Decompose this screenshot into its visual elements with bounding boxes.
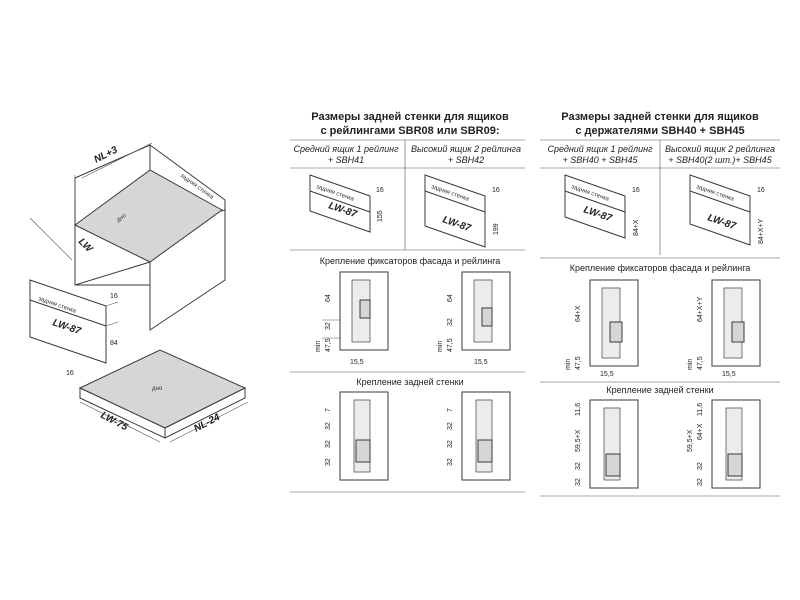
drawer-box-isometric: NL+3 LW задняя стенка дно [29,142,226,331]
col1-left-16: 16 [376,187,384,194]
col1-b-right-32c: 32 [447,458,454,466]
col1-m-right-475: 47,5 [447,338,454,352]
col2-right-84xy: 84+X+Y [758,218,765,244]
col2-m-left-min: min [565,359,572,370]
col1-b-left-7: 7 [325,408,332,412]
col1-m-left-155: 15,5 [350,359,364,366]
col2-mount-left: 64+X min 47,5 15,5 [565,279,639,378]
col1-title-line2: с рейлингами SBR08 или SBR09: [320,125,499,137]
col1-m-left-min: min [315,341,322,352]
col2-title-line1: Размеры задней стенки для ящиков [561,111,759,123]
col1-sub-left-1: Средний ящик 1 рейлинг [293,144,399,154]
col2-b-left-595x: 59,5+X [575,429,582,452]
col1-title-line1: Размеры задней стенки для ящиков [311,111,509,123]
col1-b-left-32c: 32 [325,458,332,466]
col1-m-right-155: 15,5 [474,359,488,366]
back-panel [29,279,107,364]
col1-m-right-64: 64 [447,294,454,302]
col1-m-right-32: 32 [447,318,454,326]
col1-b-left-32a: 32 [325,422,332,430]
col1-b-left-32b: 32 [325,440,332,448]
col1-m-left-32: 32 [325,322,332,330]
col2-b-right-32b: 32 [697,478,704,486]
col1-b-right-32a: 32 [447,422,454,430]
col2-title-line2: с держателями SBH40 + SBH45 [575,125,744,137]
col2-b-left-32a: 32 [575,462,582,470]
col2-b-left-116: 11,6 [575,403,582,416]
col1-b-right-32b: 32 [447,440,454,448]
col1-left-155: 155 [377,210,384,222]
col2-left-84x: 84+X [633,219,640,236]
col2-m-left-64x: 64+X [575,305,582,322]
col1-back-left: 7 32 32 32 [325,391,389,481]
col1-m-left-64: 64 [325,294,332,302]
col2-b-right-32a: 32 [697,462,704,470]
dim-bottom-16: 16 [66,370,74,377]
box-bottom-label: дно [116,213,128,224]
col2-sub-left-1: Средний ящик 1 рейлинг [547,144,653,154]
col2-b-right-595x: 59,5+X [687,429,694,452]
col1-mount-left: 64 32 min 47,5 15,5 [315,271,389,366]
col2-b-left-32b: 32 [575,478,582,486]
col2-mount-right: 64+X+Y min 47,5 15,5 [687,279,761,378]
col2-m-right-155: 15,5 [722,371,736,378]
col1-m-left-475: 47,5 [325,338,332,352]
col1-m-right-min: min [437,341,444,352]
col2-right-16: 16 [757,187,765,194]
col2-section-mount: Крепление фиксаторов фасада и рейлинга [570,263,751,273]
bottom-label: дно [152,386,163,392]
col2-m-right-475: 47,5 [697,356,704,370]
col2-m-right-min: min [687,359,694,370]
col1-mount-right: 64 32 min 47,5 15,5 [437,271,511,366]
box-bottom [74,169,223,263]
column-sbr: Размеры задней стенки для ящиков с рейли… [290,111,525,493]
column-sbh: Размеры задней стенки для ящиков с держа… [540,111,780,497]
dim-panel-84: 84 [110,340,118,347]
col2-b-right-116: 11,6 [697,403,704,416]
col1-sub-left-2: + SBH41 [328,155,364,165]
col2-sub-left-2: + SBH40 + SBH45 [562,155,638,165]
col1-panel-left [309,174,371,233]
col2-section-back: Крепление задней стенки [606,385,713,395]
col2-sub-right-1: Высокий ящик 2 рейлинга [665,144,775,154]
col2-back-right: 11,6 59,5+X 64+X 32 32 [687,399,761,489]
col1-right-199: 199 [493,223,500,235]
back-panel-isometric: задняя стенка LW-87 16 84 [29,279,119,364]
col2-panel-right [689,174,751,246]
col2-left-16: 16 [632,187,640,194]
col1-b-right-7: 7 [447,408,454,412]
col2-m-left-475: 47,5 [575,356,582,370]
col1-right-16: 16 [492,187,500,194]
col1-section-back: Крепление задней стенки [356,377,463,387]
col2-m-right-64xy: 64+X+Y [697,296,704,322]
col2-back-left: 11,6 59,5+X 32 32 [575,399,639,489]
col2-sub-right-2: + SBH40(2 шт.)+ SBH45 [668,155,772,165]
col2-panel-left [564,174,626,239]
col2-b-right-64x: 64+X [697,423,704,440]
dim-panel-16: 16 [110,293,118,300]
col1-sub-right-2: + SBH42 [448,155,484,165]
col1-back-right: 7 32 32 32 [447,391,511,481]
col1-sub-right-1: Высокий ящик 2 рейлинга [411,144,521,154]
col2-m-left-155: 15,5 [600,371,614,378]
col1-section-mount: Крепление фиксаторов фасада и рейлинга [320,256,501,266]
bottom-panel-isometric: 16 LW-75 NL-24 дно [66,349,249,443]
col1-panel-right [424,174,486,248]
